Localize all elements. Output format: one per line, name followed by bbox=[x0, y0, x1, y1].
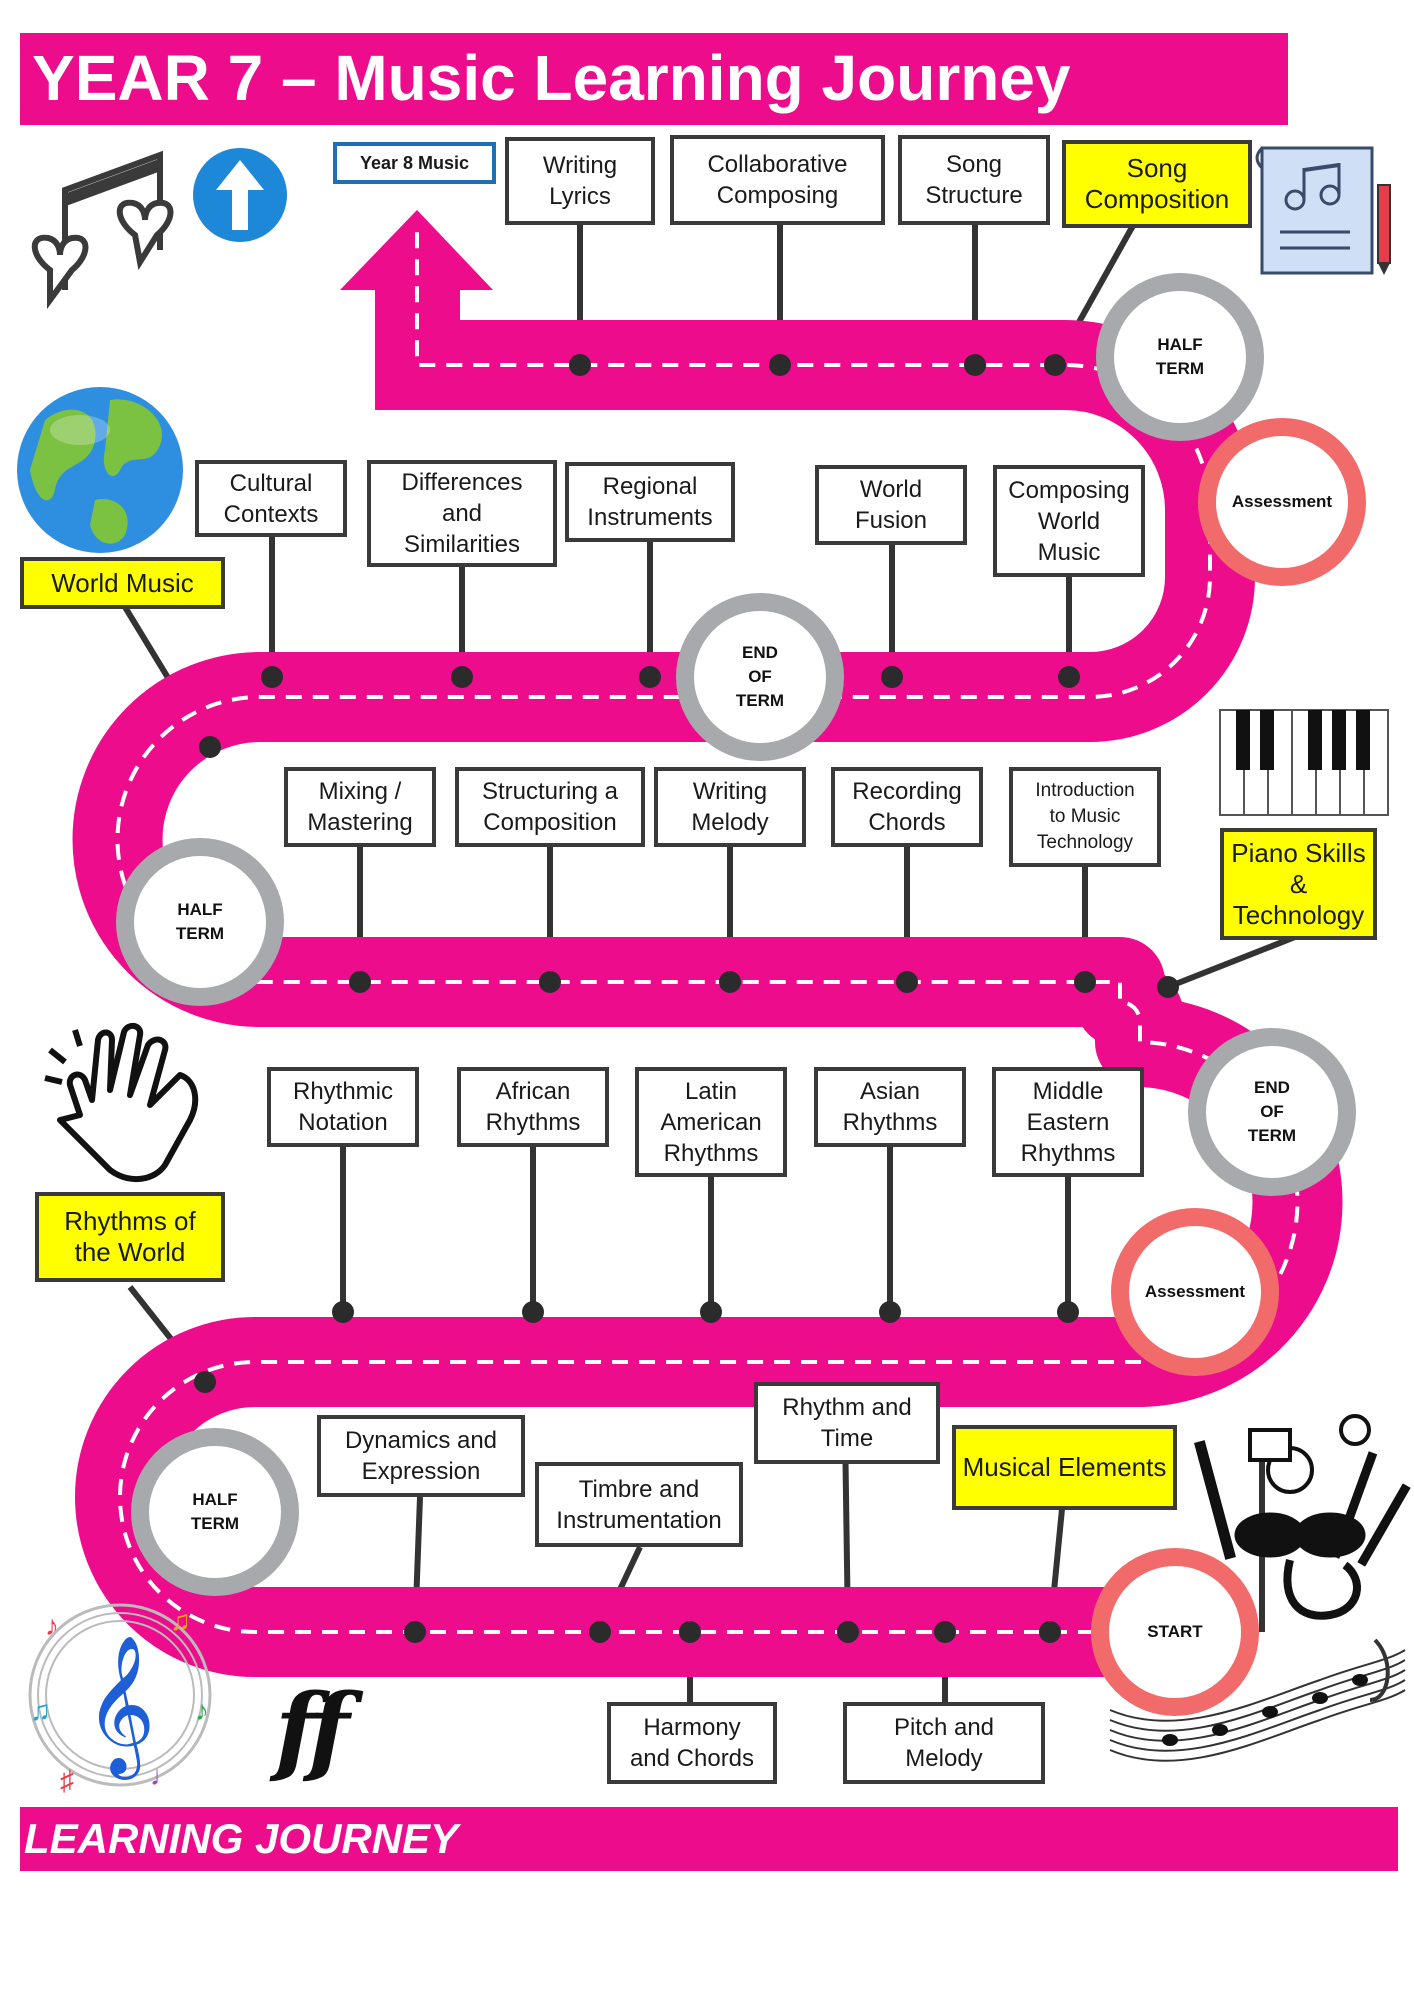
svg-text:♫: ♫ bbox=[170, 1605, 191, 1636]
topic-harmony-chords: Harmony and Chords bbox=[607, 1702, 777, 1784]
topic-african-rhythms: African Rhythms bbox=[457, 1067, 609, 1147]
theme-song-composition: Song Composition bbox=[1062, 140, 1252, 228]
topic-composing-world-music: Composing World Music bbox=[993, 465, 1145, 577]
svg-text:♯: ♯ bbox=[60, 1765, 74, 1796]
next-year-box: Year 8 Music bbox=[333, 142, 496, 184]
milestone-start: START bbox=[1147, 1622, 1203, 1641]
topic-cultural-contexts: Cultural Contexts bbox=[195, 460, 347, 537]
topic-latin-american-rhythms: Latin American Rhythms bbox=[635, 1067, 787, 1177]
topic-dynamics-expression: Dynamics and Expression bbox=[317, 1415, 525, 1497]
topic-structuring-composition: Structuring a Composition bbox=[455, 767, 645, 847]
topic-intro-music-technology: Introduction to Music Technology bbox=[1009, 767, 1161, 867]
topic-collaborative-composing: Collaborative Composing bbox=[670, 135, 885, 225]
topic-differences-similarities: Differences and Similarities bbox=[367, 460, 557, 567]
svg-text:𝄞: 𝄞 bbox=[85, 1635, 156, 1780]
topic-regional-instruments: Regional Instruments bbox=[565, 462, 735, 542]
theme-musical-elements: Musical Elements bbox=[952, 1425, 1177, 1510]
milestone-rings bbox=[116, 273, 1366, 1716]
footer-banner: LEARNING JOURNEY bbox=[20, 1807, 1398, 1871]
topic-middle-eastern-rhythms: Middle Eastern Rhythms bbox=[992, 1067, 1144, 1177]
page-title: YEAR 7 – Music Learning Journey bbox=[32, 42, 1071, 114]
up-arrow-icon bbox=[193, 148, 287, 242]
instruments-icon bbox=[1194, 1414, 1411, 1620]
music-notes-hearts-icon bbox=[31, 150, 174, 310]
treble-clef-circle-icon: 𝄞 ♪ ♫ ♪ ♩ ♯ ♫ bbox=[28, 1603, 212, 1796]
topic-mixing-mastering: Mixing / Mastering bbox=[284, 767, 436, 847]
topic-rhythm-time: Rhythm and Time bbox=[754, 1382, 940, 1464]
milestone-end-of-term: END OF TERM bbox=[735, 643, 785, 710]
topic-rhythmic-notation: Rhythmic Notation bbox=[267, 1067, 419, 1147]
milestone-end-of-term: END OF TERM bbox=[1247, 1078, 1297, 1145]
milestone-assessment: Assessment bbox=[1231, 492, 1333, 511]
topic-writing-melody: Writing Melody bbox=[654, 767, 806, 847]
milestone-half-term: HALF TERM bbox=[1155, 335, 1205, 378]
road-dots bbox=[194, 354, 1179, 1643]
svg-text:♩: ♩ bbox=[150, 1760, 178, 1791]
theme-rhythms-of-the-world: Rhythms of the World bbox=[35, 1192, 225, 1282]
piano-keys-icon bbox=[1219, 709, 1389, 816]
song-sheet-icon bbox=[1255, 146, 1391, 275]
milestone-assessment: Assessment bbox=[1144, 1282, 1246, 1301]
clapping-hands-icon bbox=[44, 1022, 199, 1183]
topic-recording-chords: Recording Chords bbox=[831, 767, 983, 847]
topic-writing-lyrics: Writing Lyrics bbox=[505, 137, 655, 225]
milestone-half-term: HALF TERM bbox=[190, 1490, 240, 1533]
milestone-half-term: HALF TERM bbox=[175, 900, 225, 943]
topic-song-structure: Song Structure bbox=[898, 135, 1050, 225]
footer-label: LEARNING JOURNEY bbox=[24, 1815, 459, 1862]
topic-asian-rhythms: Asian Rhythms bbox=[814, 1067, 966, 1147]
road-dashed-line bbox=[115, 225, 1300, 1634]
theme-world-music: World Music bbox=[20, 557, 225, 609]
music-staff-icon bbox=[1109, 1638, 1406, 1762]
topic-world-fusion: World Fusion bbox=[815, 465, 967, 545]
fortissimo-icon: ff bbox=[275, 1673, 350, 1786]
globe-icon bbox=[17, 387, 183, 553]
topic-timbre-instrumentation: Timbre and Instrumentation bbox=[535, 1462, 743, 1547]
topic-pitch-melody: Pitch and Melody bbox=[843, 1702, 1045, 1784]
svg-text:♪: ♪ bbox=[45, 1610, 59, 1641]
svg-text:♫: ♫ bbox=[30, 1695, 51, 1726]
theme-piano-skills-technology: Piano Skills & Technology bbox=[1220, 828, 1377, 940]
svg-text:♪: ♪ bbox=[195, 1695, 209, 1726]
title-banner: YEAR 7 – Music Learning Journey bbox=[20, 33, 1288, 125]
